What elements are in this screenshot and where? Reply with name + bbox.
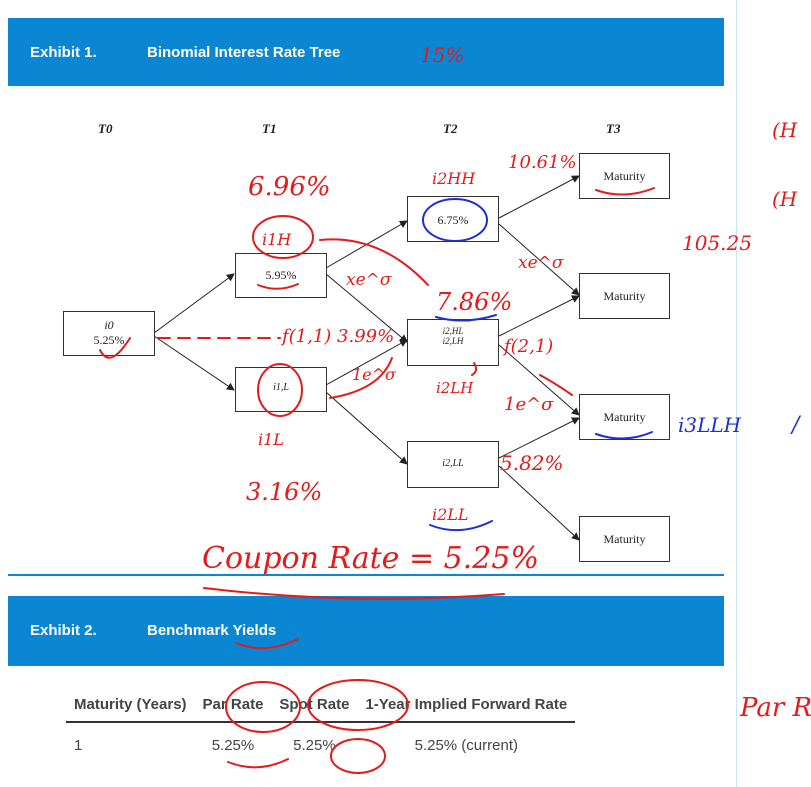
table-header-row: Maturity (Years) Par Rate Spot Rate 1-Ye… — [66, 690, 576, 723]
maturity-label: Maturity — [603, 169, 646, 183]
node-i0-value: 5.25% — [93, 333, 125, 347]
node-i2HH: 6.75% — [407, 196, 499, 242]
exhibit2-banner: Exhibit 2. Benchmark Yields — [8, 596, 724, 666]
node-maturity-2: Maturity — [579, 273, 670, 319]
node-maturity-4: Maturity — [579, 516, 670, 562]
node-maturity-1: Maturity — [579, 153, 670, 199]
exhibit2-number: Exhibit 2. — [30, 622, 97, 639]
page-edge-line — [736, 0, 737, 787]
node-i1L: i1,L — [235, 367, 327, 412]
maturity-label: Maturity — [603, 289, 646, 303]
node-i1L-label: i1,L — [273, 382, 289, 393]
col-forward-rate: 1-Year Implied Forward Rate — [357, 690, 576, 723]
node-i2HL: i2,HL i2,LH — [407, 319, 499, 366]
time-label-t3: T3 — [606, 121, 621, 136]
benchmark-yields-table: Maturity (Years) Par Rate Spot Rate 1-Ye… — [66, 690, 576, 760]
node-i0: i0 5.25% — [63, 311, 155, 356]
exhibit2-title: Benchmark Yields — [147, 622, 277, 639]
exhibit1-number: Exhibit 1. — [30, 44, 97, 61]
cell-forward-rate: 5.25% (current) — [414, 737, 518, 754]
exhibit1-title: Binomial Interest Rate Tree — [147, 44, 341, 61]
node-i2HH-value: 6.75% — [437, 213, 469, 227]
cell-spot-rate: 5.25% — [293, 737, 336, 754]
node-i2LL-label: i2,LL — [442, 458, 464, 469]
node-i2LH-label: i2,LH — [442, 336, 464, 346]
exhibit1-banner: Exhibit 1. Binomial Interest Rate Tree — [8, 18, 724, 86]
time-label-t1: T1 — [262, 121, 277, 136]
maturity-label: Maturity — [603, 410, 646, 424]
node-i1H: 5.95% — [235, 253, 327, 298]
node-i0-label: i0 — [104, 318, 114, 332]
maturity-label: Maturity — [603, 532, 646, 546]
table-row: 1 5.25% 5.25% 5.25% (current) — [66, 722, 575, 760]
section-divider — [8, 574, 724, 576]
col-maturity: Maturity (Years) — [66, 690, 195, 723]
node-i2LL: i2,LL — [407, 441, 499, 488]
node-i2HL-label: i2,HL — [442, 326, 464, 336]
node-i1H-value: 5.95% — [265, 268, 297, 282]
col-spot-rate: Spot Rate — [271, 690, 358, 723]
cell-par-rate: 5.25% — [211, 737, 255, 754]
col-par-rate: Par Rate — [194, 690, 272, 723]
time-label-t0: T0 — [98, 121, 113, 136]
cell-maturity: 1 — [74, 737, 83, 754]
time-label-t2: T2 — [443, 121, 458, 136]
node-maturity-3: Maturity — [579, 394, 670, 440]
